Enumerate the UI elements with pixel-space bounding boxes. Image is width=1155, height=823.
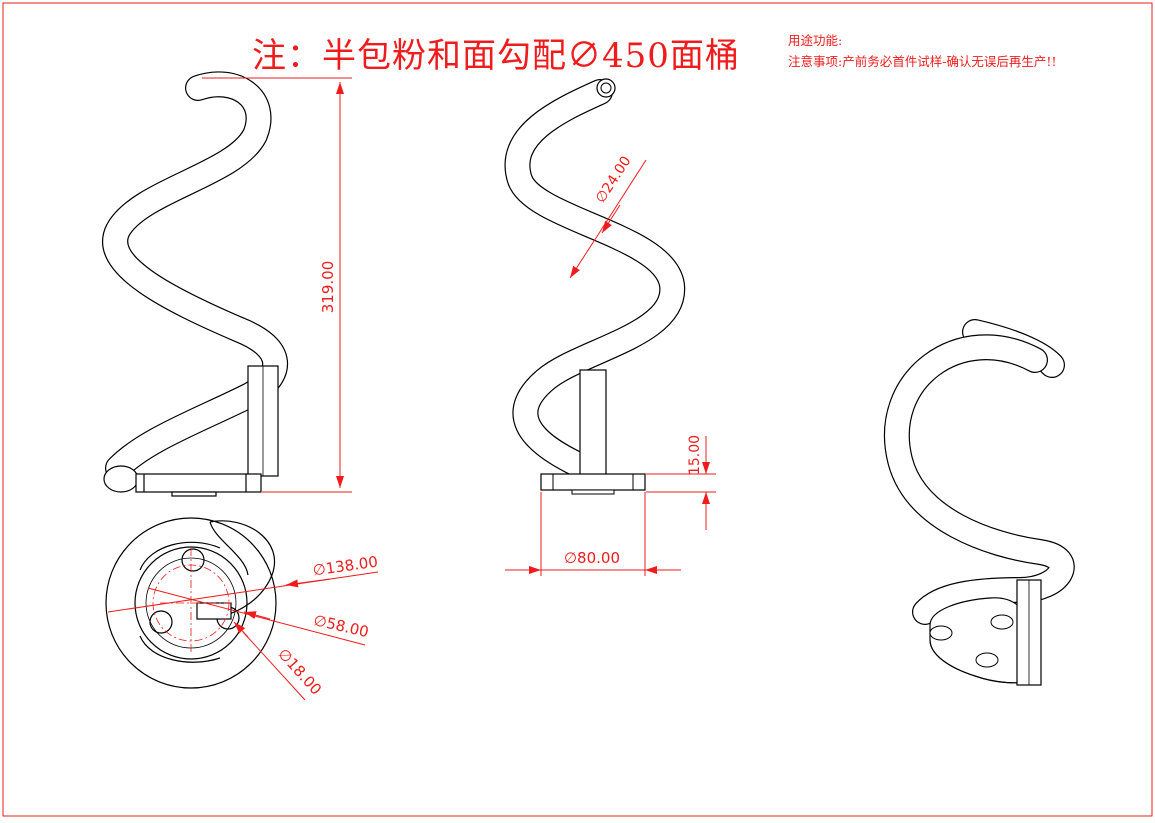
top-view	[105, 517, 277, 689]
usage-note: 用途功能:	[788, 33, 843, 48]
side-base-plate	[540, 473, 646, 491]
side-view	[504, 78, 686, 495]
height-dimension	[202, 77, 352, 493]
iso-base-plate	[929, 597, 1031, 684]
top-view-dimensions	[107, 571, 379, 701]
outer-diameter-label: ∅138.00	[312, 553, 379, 580]
tube-diameter-label: ∅24.00	[593, 154, 635, 207]
isometric-view	[883, 319, 1075, 686]
base-plate	[135, 473, 262, 493]
side-support-post	[579, 369, 607, 481]
base-height-dimension	[646, 436, 716, 530]
base-diameter-label: ∅80.00	[564, 549, 620, 567]
spiral-tube-fill	[103, 72, 287, 480]
caution-note: 注意事项:产前务必首件试样-确认无误后再生产!!	[788, 54, 1057, 69]
hole-diameter-label: ∅18.00	[274, 645, 325, 699]
base-diameter-dimension	[505, 492, 681, 576]
tube-end-cap	[103, 465, 139, 493]
outer-circle	[105, 517, 277, 689]
height-dimension-label: 319.00	[319, 261, 337, 314]
hole-left	[149, 610, 173, 634]
base-height-label: 15.00	[687, 435, 703, 475]
tube-diameter-dimension	[569, 159, 647, 279]
hole-top	[181, 548, 205, 572]
pitch-diameter-label: ∅58.00	[312, 611, 371, 641]
drawing-title: 注：半包粉和面勾配∅450面桶	[252, 36, 740, 76]
front-view	[102, 71, 289, 497]
